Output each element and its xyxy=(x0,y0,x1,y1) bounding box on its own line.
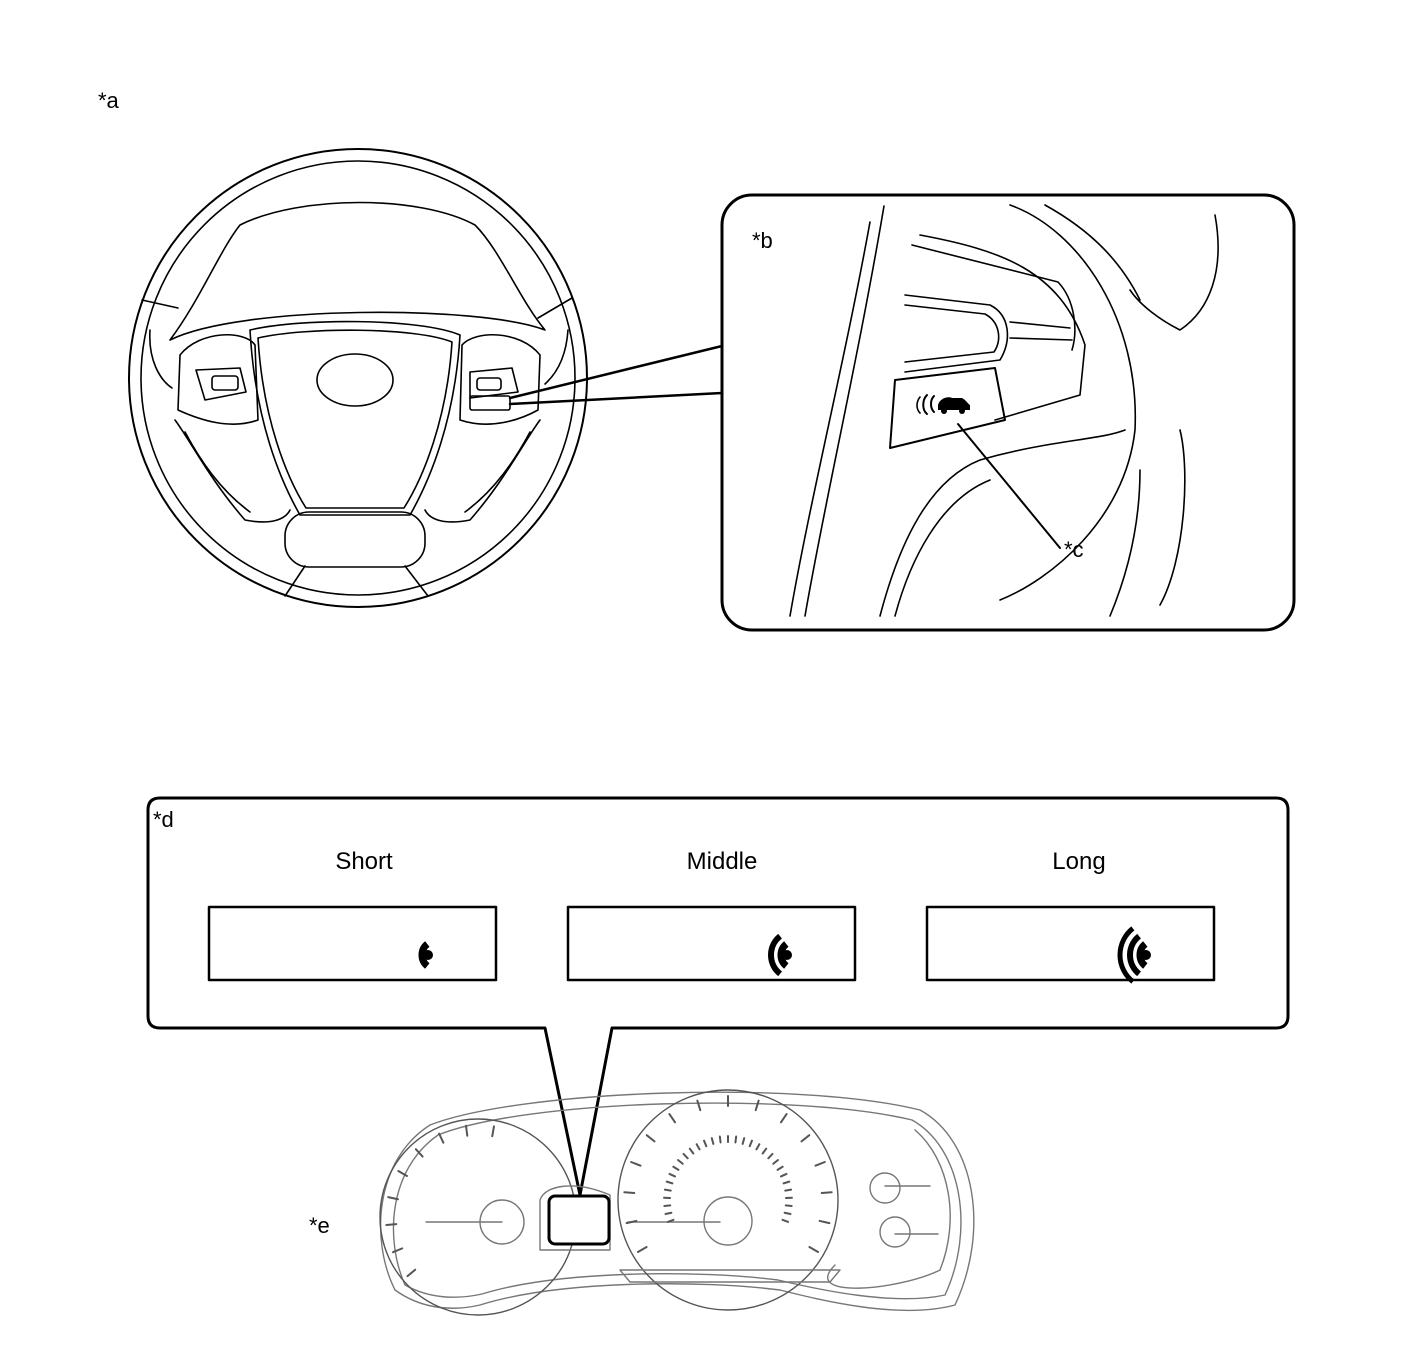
speedometer-tick xyxy=(625,1219,638,1225)
callout-a: *a xyxy=(98,88,119,113)
callout-d: *d xyxy=(153,807,174,832)
speedometer-minor-tick xyxy=(703,1139,708,1148)
speedometer-minor-tick xyxy=(695,1143,701,1151)
speedometer-minor-tick xyxy=(783,1211,792,1216)
label-middle: Middle xyxy=(686,848,758,875)
speedometer-tick xyxy=(668,1113,677,1124)
speedometer-minor-tick xyxy=(755,1143,761,1151)
callout-b: *b xyxy=(752,228,773,253)
speedometer-tick xyxy=(636,1246,648,1253)
tachometer-tick xyxy=(385,1223,398,1227)
multi-information-display xyxy=(547,1194,611,1246)
speedometer-minor-tick xyxy=(761,1147,768,1155)
tachometer-tick xyxy=(464,1124,469,1137)
speedometer-tick xyxy=(645,1134,656,1143)
speedometer-minor-tick xyxy=(772,1159,779,1165)
display-callout-frame xyxy=(146,796,1290,1197)
switch-leader-line xyxy=(957,423,1061,549)
speedometer-tick xyxy=(814,1161,826,1167)
speedometer-minor-tick xyxy=(718,1135,722,1144)
distance-bar xyxy=(1127,933,1142,977)
distance-bars-icon xyxy=(1117,926,1151,984)
tachometer-tick xyxy=(397,1170,408,1177)
short-display-box xyxy=(207,905,498,982)
speedometer-tick xyxy=(820,1191,833,1194)
switch-detail-frame xyxy=(720,193,1296,632)
speedometer-minor-tick xyxy=(665,1180,674,1185)
distance-bar xyxy=(768,933,783,977)
speedometer-tick xyxy=(630,1161,642,1167)
speedometer-minor-tick xyxy=(664,1211,673,1216)
speedometer-minor-tick xyxy=(784,1188,793,1192)
speedometer-minor-tick xyxy=(663,1204,672,1207)
speedometer-tick xyxy=(818,1219,831,1225)
tachometer-tick xyxy=(406,1268,417,1278)
speedometer-minor-tick xyxy=(782,1180,791,1185)
speedometer-minor-tick xyxy=(682,1152,689,1160)
distance-bar xyxy=(1117,926,1135,984)
tachometer-tick xyxy=(387,1196,399,1201)
speedometer-tick xyxy=(754,1099,760,1112)
tachometer-tick xyxy=(392,1247,404,1254)
distance-bar xyxy=(1136,941,1148,969)
inset-leader-upper xyxy=(508,344,724,400)
speedometer-tick xyxy=(779,1113,788,1124)
speedometer-minor-tick xyxy=(779,1172,788,1178)
combination-meter-icon xyxy=(379,1089,975,1316)
speedometer-minor-tick xyxy=(710,1137,715,1145)
speedometer-minor-tick xyxy=(781,1218,790,1223)
steering-wheel-icon xyxy=(128,148,588,608)
label-short: Short xyxy=(335,848,393,875)
callout-c: *c xyxy=(1064,537,1084,562)
speedometer-minor-tick xyxy=(672,1165,680,1171)
tachometer-tick xyxy=(438,1132,445,1144)
distance-bars-icon xyxy=(768,933,792,977)
tachometer-tick xyxy=(491,1125,495,1138)
switch-detail-drawing xyxy=(789,204,1219,617)
speedometer-minor-tick xyxy=(663,1188,672,1192)
speedometer-minor-tick xyxy=(748,1139,753,1148)
speedometer-minor-tick xyxy=(741,1137,746,1145)
speedometer-minor-tick xyxy=(767,1152,774,1160)
speedometer-tick xyxy=(800,1134,811,1143)
inset-leader-lower xyxy=(508,391,724,406)
speedometer-minor-tick xyxy=(668,1172,677,1178)
label-long: Long xyxy=(1052,848,1106,875)
speedometer-minor-tick xyxy=(688,1147,695,1155)
distance-bar xyxy=(418,941,430,969)
speedometer-minor-tick xyxy=(776,1165,784,1171)
long-display-box xyxy=(925,905,1216,982)
tachometer-tick xyxy=(414,1148,424,1158)
vehicle-distance-switch-icon xyxy=(916,394,970,415)
speedometer-tick xyxy=(808,1246,820,1253)
speedometer-tick xyxy=(623,1191,636,1194)
speedometer-minor-tick xyxy=(784,1204,793,1207)
callout-e: *e xyxy=(309,1213,330,1238)
distance-bars-icon xyxy=(418,941,433,969)
speedometer-minor-tick xyxy=(666,1218,675,1223)
speedometer-tick xyxy=(696,1099,702,1112)
speedometer-minor-tick xyxy=(734,1135,738,1144)
middle-display-box xyxy=(566,905,857,982)
distance-bar xyxy=(777,941,789,969)
speedometer-minor-tick xyxy=(677,1159,684,1165)
